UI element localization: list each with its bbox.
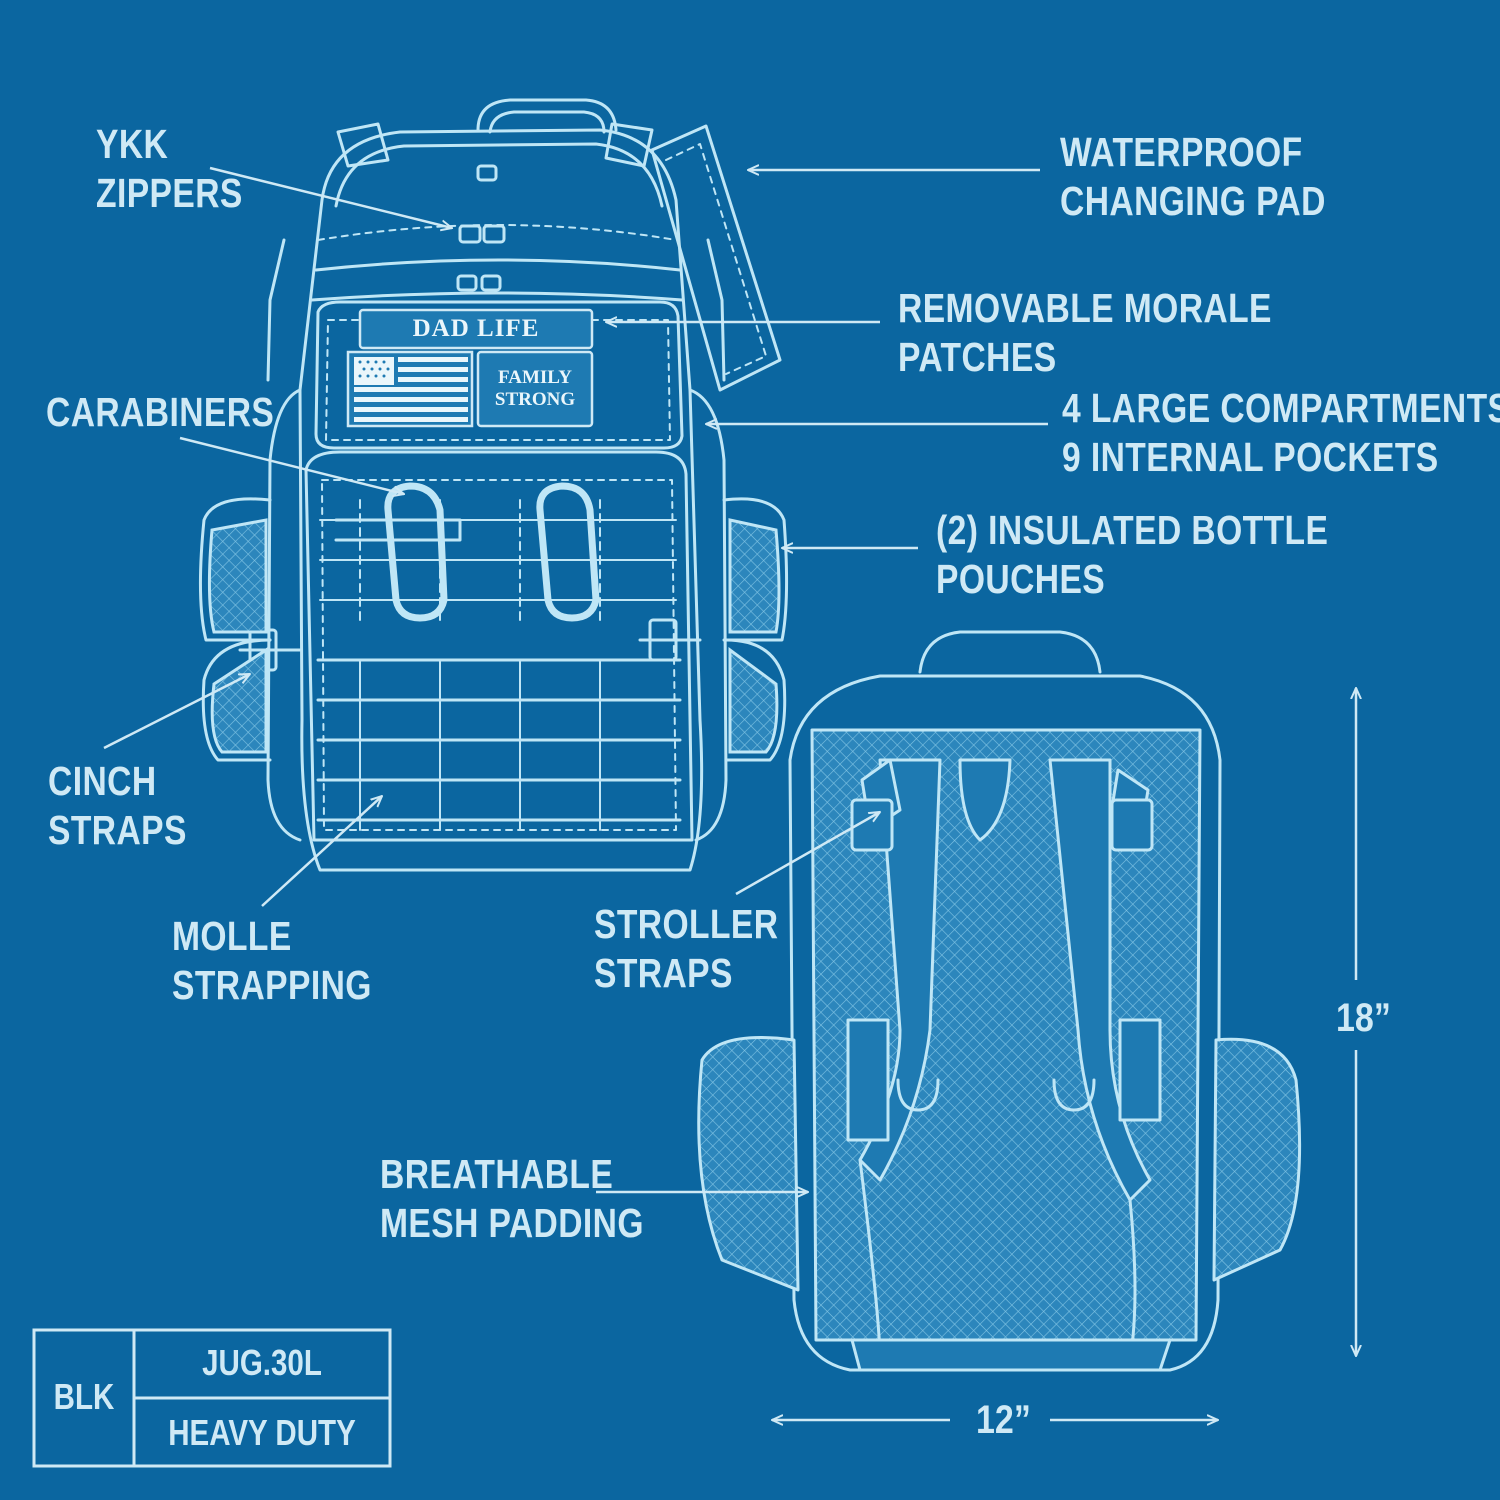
label-insulated-bottle-pouches: (2) INSULATED BOTTLE POUCHES xyxy=(936,506,1328,604)
arrow-stroller xyxy=(735,812,880,896)
label-ykk-line2: ZIPPERS xyxy=(96,170,243,216)
label-mesh-line1: BREATHABLE xyxy=(380,1151,614,1197)
label-stroller-line1: STROLLER xyxy=(594,901,779,947)
dimension-height: 18” xyxy=(1336,996,1391,1040)
label-ykk-line1: YKK xyxy=(96,121,169,167)
label-molle-line1: MOLLE xyxy=(172,913,292,959)
label-compartments-line1: 4 LARGE COMPARTMENTS xyxy=(1062,385,1500,431)
label-compartments: 4 LARGE COMPARTMENTS 9 INTERNAL POCKETS xyxy=(1062,384,1500,482)
arrow-carabiners xyxy=(179,436,404,494)
label-cinch-line2: STRAPS xyxy=(48,807,187,853)
label-morale-line2: PATCHES xyxy=(898,334,1057,380)
spec-color: BLK xyxy=(53,1376,115,1417)
label-carabiners: CARABINERS xyxy=(46,388,274,437)
label-morale-line1: REMOVABLE MORALE xyxy=(898,285,1272,331)
label-bottle-line2: POUCHES xyxy=(936,556,1106,602)
label-molle-line2: STRAPPING xyxy=(172,962,372,1008)
patch-strong: STRONG xyxy=(494,389,576,410)
label-breathable-mesh-padding: BREATHABLE MESH PADDING xyxy=(380,1150,644,1248)
arrow-cinch xyxy=(103,672,250,750)
label-compartments-line2: 9 INTERNAL POCKETS xyxy=(1062,434,1439,480)
dimension-width: 12” xyxy=(976,1398,1031,1442)
patch-group xyxy=(346,308,594,428)
label-ykk-zippers: YKK ZIPPERS xyxy=(96,120,243,218)
label-waterproof-changing-pad: WATERPROOF CHANGING PAD xyxy=(1060,128,1326,226)
spec-grade: HEAVY DUTY xyxy=(168,1412,356,1453)
spec-box-frame xyxy=(32,1328,392,1468)
label-mesh-line2: MESH PADDING xyxy=(380,1200,644,1246)
label-waterproof-line2: CHANGING PAD xyxy=(1060,178,1326,224)
label-cinch-straps: CINCH STRAPS xyxy=(48,757,187,855)
label-cinch-line1: CINCH xyxy=(48,758,157,804)
spec-model: JUG.30L xyxy=(202,1342,322,1383)
patch-dad-life: DAD LIFE xyxy=(412,315,540,342)
arrow-ykk xyxy=(209,166,452,228)
label-stroller-straps: STROLLER STRAPS xyxy=(594,900,778,998)
label-molle-strapping: MOLLE STRAPPING xyxy=(172,912,372,1010)
label-bottle-line1: (2) INSULATED BOTTLE xyxy=(936,507,1329,553)
label-carabiners-line1: CARABINERS xyxy=(46,389,275,435)
label-stroller-line2: STRAPS xyxy=(594,950,733,996)
patch-family: FAMILY xyxy=(498,367,572,388)
us-flag-icon xyxy=(346,350,474,428)
label-waterproof-line1: WATERPROOF xyxy=(1060,129,1303,175)
label-removable-morale-patches: REMOVABLE MORALE PATCHES xyxy=(898,284,1272,382)
arrow-molle xyxy=(261,796,382,907)
